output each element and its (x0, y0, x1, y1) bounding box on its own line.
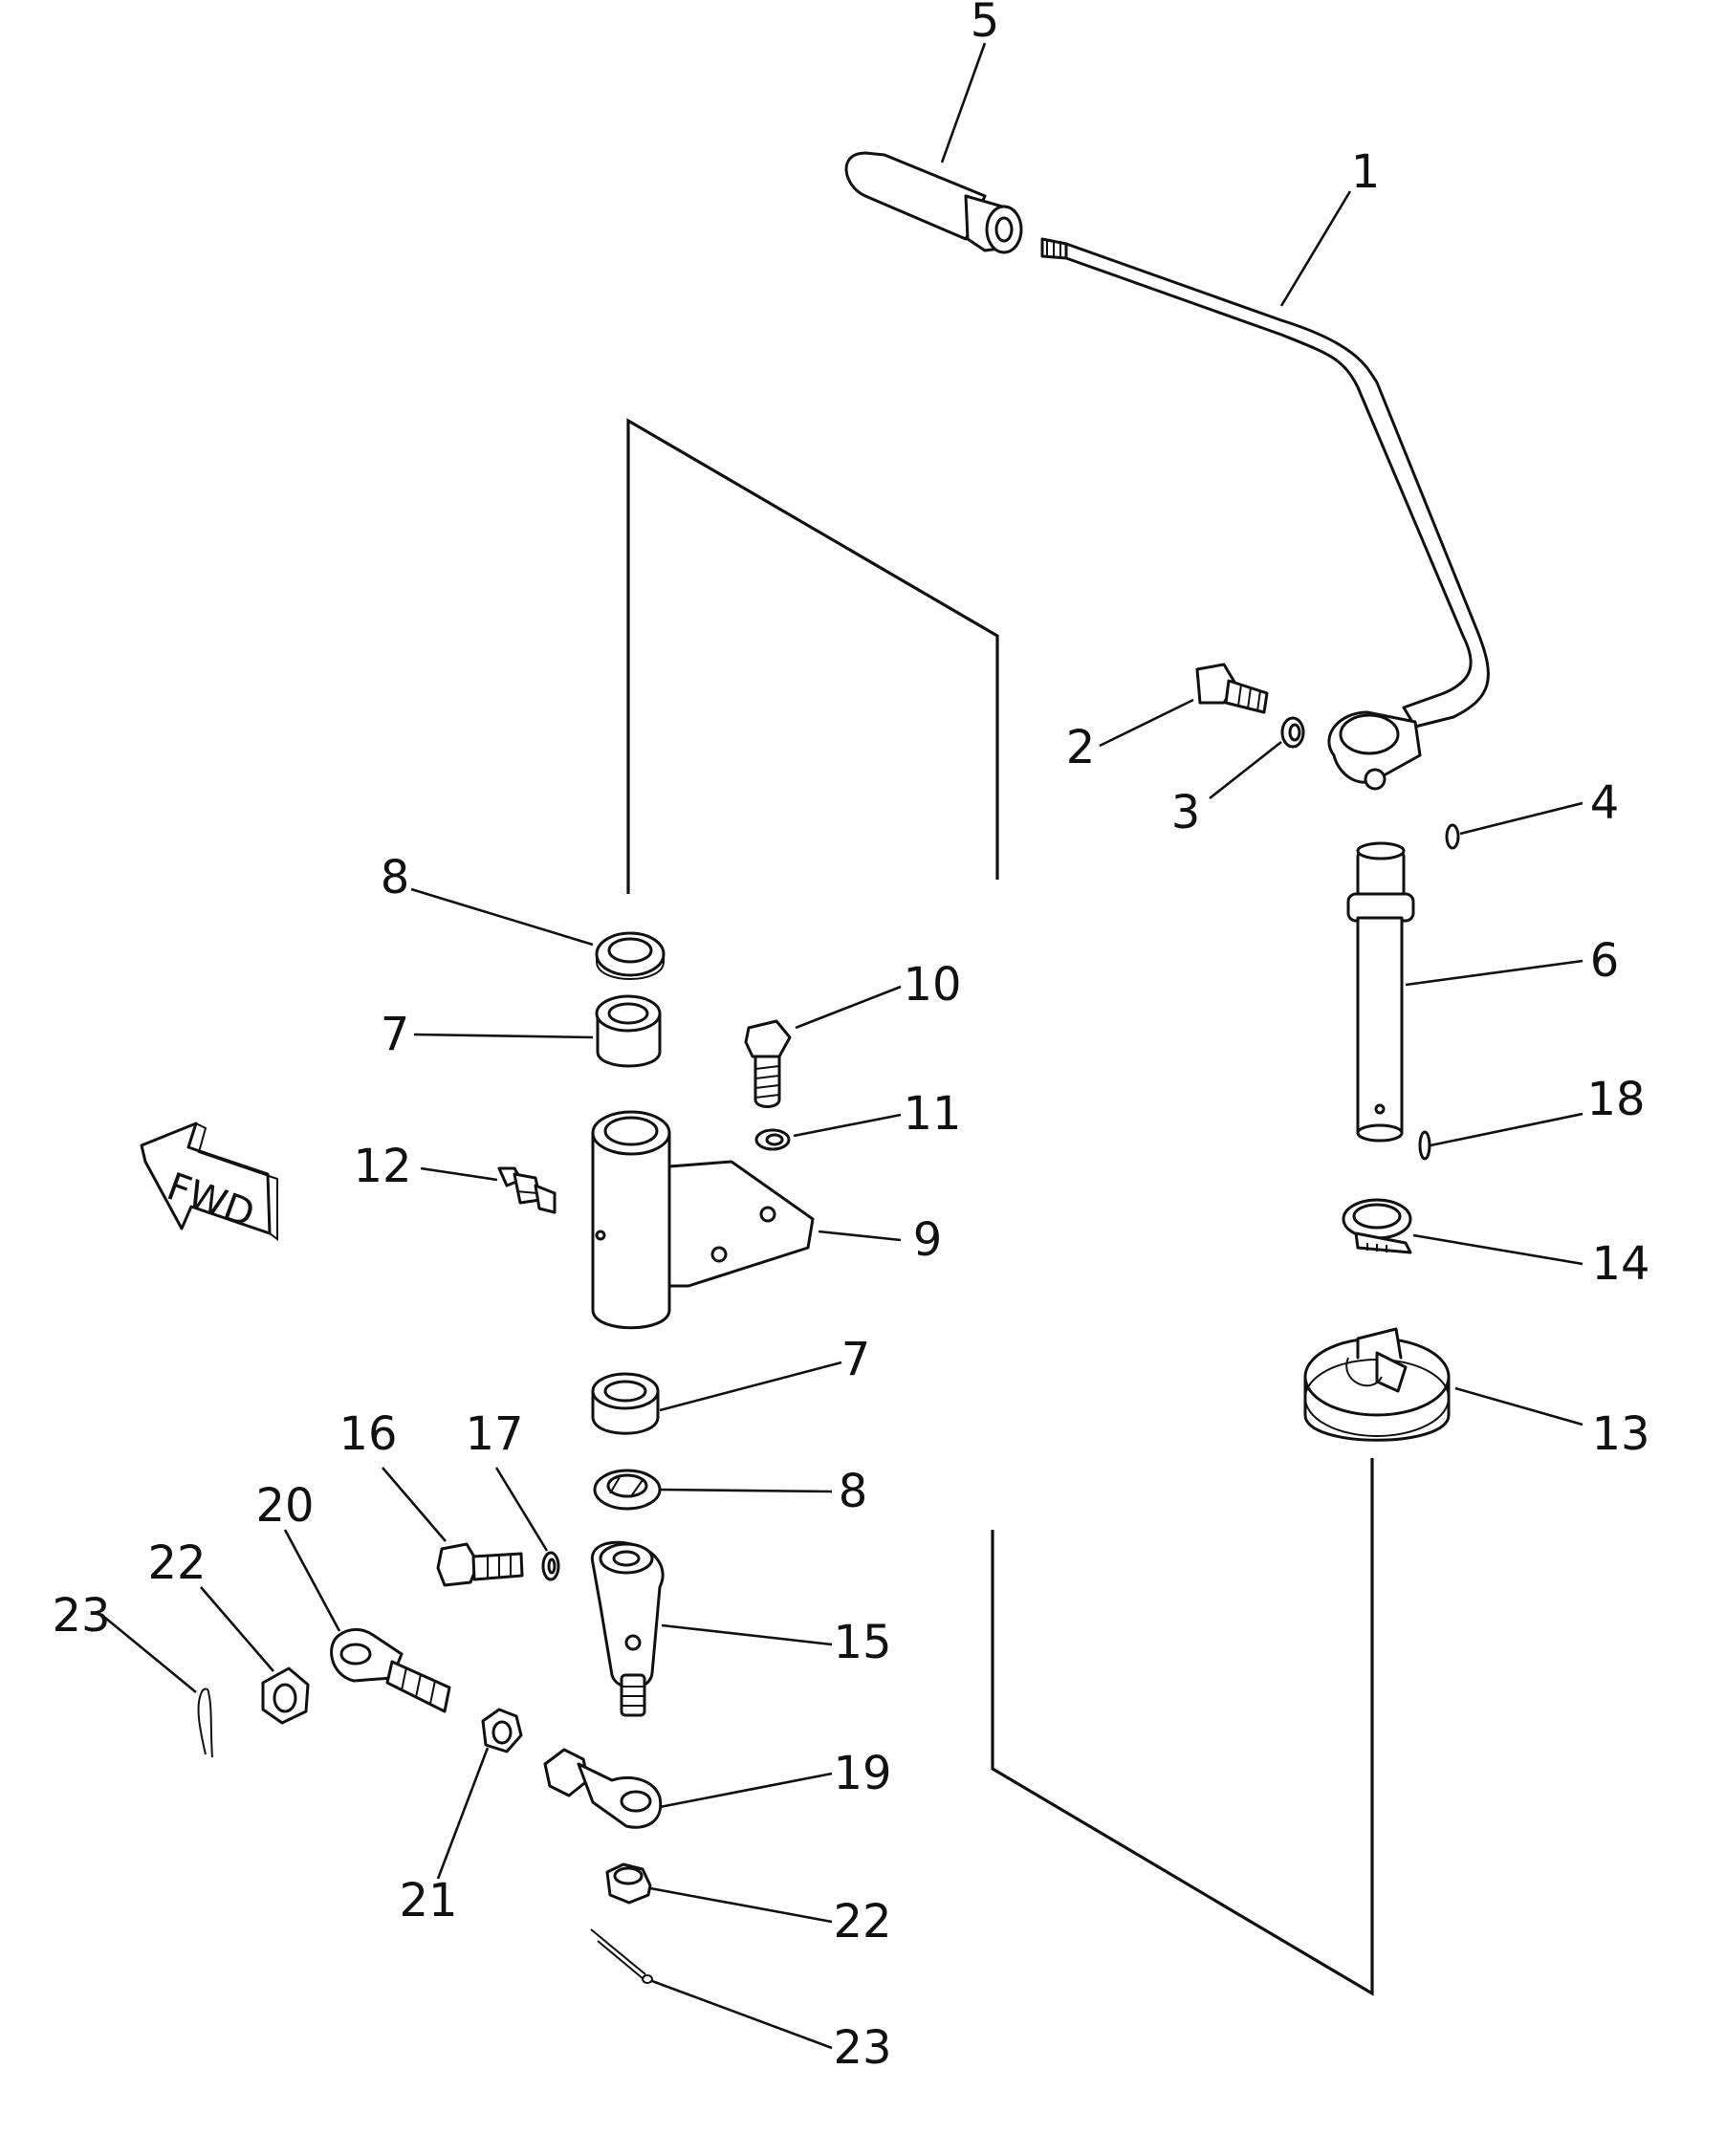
label-part-4: 4 (1590, 776, 1620, 830)
label-part-23-lower: 23 (833, 2021, 891, 2075)
part-number-labels: 5 1 2 3 4 6 18 14 13 8 7 10 11 12 9 7 8 … (52, 0, 1649, 2075)
part-3-washer (1280, 716, 1305, 749)
part-16-bolt (436, 1542, 524, 1587)
part-7-bushing-upper (595, 994, 662, 1068)
part-17-washer (541, 1551, 560, 1581)
part-21-nut (481, 1708, 523, 1753)
part-14-clamp (1342, 1198, 1412, 1254)
label-part-22-lower: 22 (833, 1895, 891, 1949)
part-19-rod-end (543, 1748, 663, 1829)
part-22-nut-left (261, 1666, 310, 1725)
part-23-cotter-pin-left (197, 1688, 213, 1758)
label-part-15: 15 (833, 1616, 891, 1669)
label-part-3: 3 (1171, 786, 1201, 839)
label-part-22-left: 22 (147, 1536, 206, 1590)
label-part-9: 9 (913, 1213, 943, 1267)
part-18-pin (1418, 1130, 1431, 1161)
label-part-23-left: 23 (52, 1589, 110, 1643)
part-12-grease-fitting (497, 1166, 557, 1214)
label-part-21: 21 (399, 1874, 457, 1927)
part-2-bolt (1195, 663, 1269, 714)
label-part-6: 6 (1590, 934, 1620, 988)
part-7-bushing-lower (591, 1372, 660, 1435)
label-part-13: 13 (1591, 1407, 1649, 1461)
label-part-2: 2 (1066, 721, 1096, 774)
part-8-seal-upper (595, 931, 666, 980)
part-23-cotter-pin-lower (590, 1928, 653, 1984)
part-20-rod-end (330, 1627, 451, 1713)
label-part-1: 1 (1351, 145, 1381, 199)
part-8-seal-lower (593, 1469, 662, 1511)
assembly-frame-lines (626, 418, 1374, 1996)
part-1-lever-rod (1040, 237, 1490, 791)
leader-lines (104, 42, 1583, 2050)
label-part-20: 20 (255, 1479, 314, 1533)
label-part-12: 12 (353, 1140, 411, 1193)
label-part-11: 11 (903, 1087, 961, 1141)
part-11-washer (754, 1128, 791, 1151)
part-22-nut-lower (605, 1862, 652, 1905)
label-part-8-lower: 8 (839, 1465, 868, 1518)
label-part-5: 5 (971, 0, 1000, 48)
part-10-bolt (744, 1019, 792, 1108)
label-part-10: 10 (903, 958, 961, 1012)
part-4-pin (1445, 823, 1460, 850)
label-part-7-lower: 7 (841, 1333, 871, 1386)
part-13-boot (1303, 1327, 1451, 1442)
label-part-17: 17 (465, 1407, 523, 1461)
part-6-shaft (1346, 841, 1415, 1143)
label-part-8-upper: 8 (381, 851, 410, 904)
part-9-bracket (591, 1110, 815, 1330)
label-part-19: 19 (833, 1747, 891, 1800)
label-part-14: 14 (1591, 1237, 1649, 1291)
fwd-arrow: FWD (140, 1122, 278, 1241)
label-part-16: 16 (338, 1407, 397, 1461)
label-part-18: 18 (1586, 1073, 1645, 1126)
part-15-lever-arm (590, 1540, 665, 1717)
part-5-grip-knob (844, 151, 1023, 254)
label-part-7-upper: 7 (381, 1008, 410, 1061)
